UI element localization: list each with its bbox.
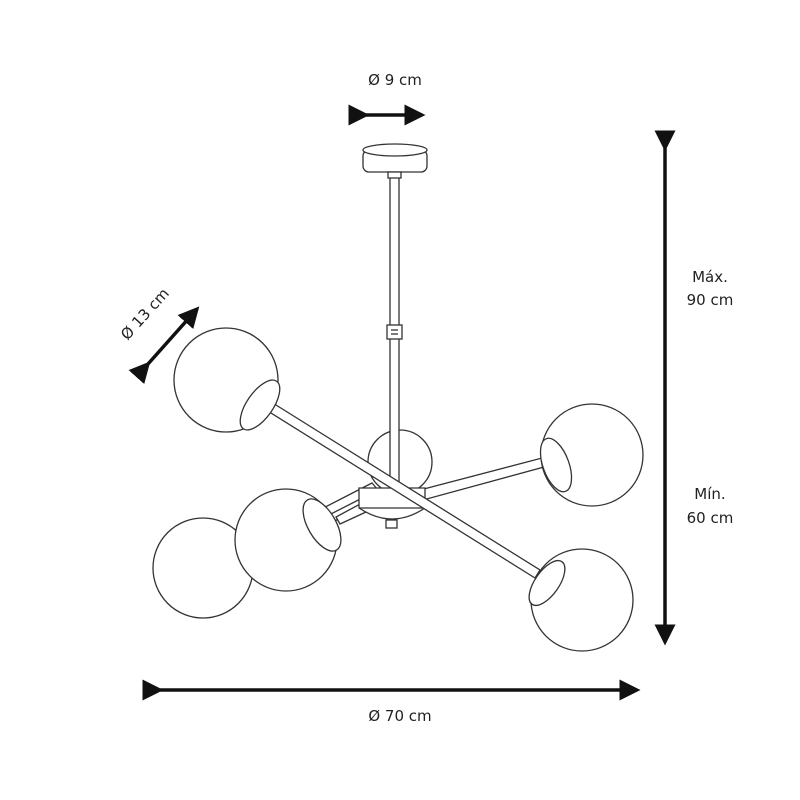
min-label: Mín. bbox=[694, 485, 726, 503]
max-height-label: 90 cm bbox=[686, 291, 734, 309]
total-diameter-label: Ø 70 cm bbox=[368, 707, 432, 725]
max-label: Máx. bbox=[692, 268, 728, 286]
arm-right bbox=[419, 457, 545, 501]
globe-dimension-arrow bbox=[128, 306, 200, 385]
canopy-diameter-label: Ø 9 cm bbox=[368, 71, 422, 89]
rod-connector bbox=[386, 324, 403, 340]
canopy bbox=[362, 143, 428, 179]
min-height-label: 60 cm bbox=[686, 509, 734, 527]
